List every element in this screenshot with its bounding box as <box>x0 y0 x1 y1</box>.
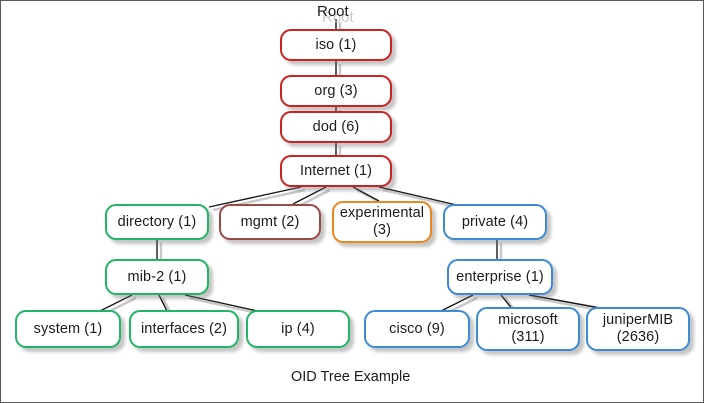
node-label-juniper: juniperMIB (2636) <box>602 312 674 345</box>
node-system[interactable]: system (1) <box>15 310 121 348</box>
node-label-enterprise: enterprise (1) <box>456 268 544 285</box>
node-juniper[interactable]: juniperMIB (2636) <box>586 307 690 351</box>
node-enterprise[interactable]: enterprise (1) <box>447 259 553 295</box>
node-label-mib2: mib-2 (1) <box>127 268 187 285</box>
node-interfaces[interactable]: interfaces (2) <box>129 310 239 348</box>
node-dod[interactable]: dod (6) <box>280 111 392 143</box>
node-iso[interactable]: iso (1) <box>280 29 392 61</box>
node-label-org: org (3) <box>314 82 358 99</box>
node-label-ip: ip (4) <box>281 320 315 337</box>
node-label-interfaces: interfaces (2) <box>140 320 227 337</box>
node-private[interactable]: private (4) <box>443 204 547 240</box>
node-ip[interactable]: ip (4) <box>246 310 350 348</box>
node-label-internet: Internet (1) <box>299 162 373 179</box>
node-label-mgmt: mgmt (2) <box>240 213 300 230</box>
diagram-caption: OID Tree Example <box>291 369 411 385</box>
node-label-system: system (1) <box>33 320 103 337</box>
node-label-microsoft: microsoft (311) <box>498 312 558 345</box>
node-label-directory: directory (1) <box>117 213 197 230</box>
edge-internet-experimental <box>352 186 380 202</box>
node-mib2[interactable]: mib-2 (1) <box>105 259 209 295</box>
node-org[interactable]: org (3) <box>280 75 392 107</box>
node-label-private: private (4) <box>461 213 529 230</box>
node-label-experimental: experimental (3) <box>339 205 425 238</box>
node-internet[interactable]: Internet (1) <box>280 155 392 187</box>
node-cisco[interactable]: cisco (9) <box>364 310 470 348</box>
root-label: Root <box>317 3 349 20</box>
node-label-dod: dod (6) <box>312 118 360 135</box>
node-mgmt[interactable]: mgmt (2) <box>219 204 321 240</box>
edge-internet-mgmt <box>292 186 327 205</box>
node-directory[interactable]: directory (1) <box>105 204 209 240</box>
node-label-cisco: cisco (9) <box>389 320 445 337</box>
node-microsoft[interactable]: microsoft (311) <box>476 307 580 351</box>
root-label-shadow: Root <box>322 9 354 26</box>
node-experimental[interactable]: experimental (3) <box>332 201 432 243</box>
node-label-iso: iso (1) <box>315 36 357 53</box>
